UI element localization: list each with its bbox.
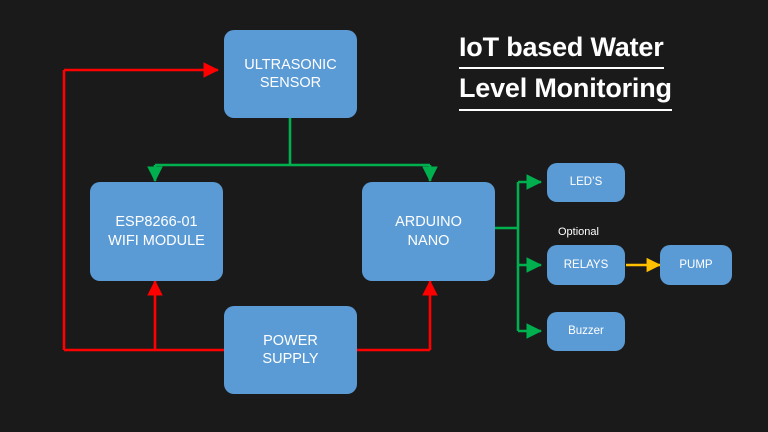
node-leds-label: LED’S [569, 176, 603, 189]
node-arduino-nano-line-1: ARDUINO [395, 214, 462, 231]
page-title-line-1: IoT based Water [459, 28, 664, 70]
node-arduino-nano-line-2: NANO [407, 232, 450, 249]
page-title-line-2: Level Monitoring [459, 69, 672, 111]
node-esp8266-wifi-module-line-2: WIFI MODULE [108, 232, 205, 249]
node-buzzer-label: Buzzer [568, 325, 604, 338]
wire-arduino-to-outputs [495, 174, 543, 339]
node-pump[interactable]: PUMP [660, 245, 732, 285]
node-ultrasonic-sensor-line-1: ULTRASONIC [244, 56, 337, 73]
node-power-supply[interactable]: POWER SUPPLY [224, 306, 357, 394]
node-arduino-nano[interactable]: ARDUINO NANO [362, 182, 495, 281]
optional-label: Optional [558, 226, 599, 238]
node-esp8266-wifi-module[interactable]: ESP8266-01 WIFI MODULE [90, 182, 223, 281]
node-relays[interactable]: RELAYS [547, 245, 625, 285]
node-leds[interactable]: LED’S [547, 163, 625, 202]
wire-sensor-to-bus [147, 118, 438, 183]
node-ultrasonic-sensor[interactable]: ULTRASONIC SENSOR [224, 30, 357, 118]
node-power-supply-line-2: SUPPLY [262, 351, 319, 367]
node-ultrasonic-sensor-line-2: SENSOR [259, 75, 322, 91]
node-power-supply-line-1: POWER [263, 332, 318, 349]
page-title: IoT based Water Level Monitoring [459, 28, 672, 111]
node-pump-label: PUMP [679, 258, 713, 271]
node-relays-label: RELAYS [563, 258, 609, 271]
node-buzzer[interactable]: Buzzer [547, 312, 625, 351]
node-esp8266-wifi-module-line-1: ESP8266-01 [115, 214, 198, 231]
